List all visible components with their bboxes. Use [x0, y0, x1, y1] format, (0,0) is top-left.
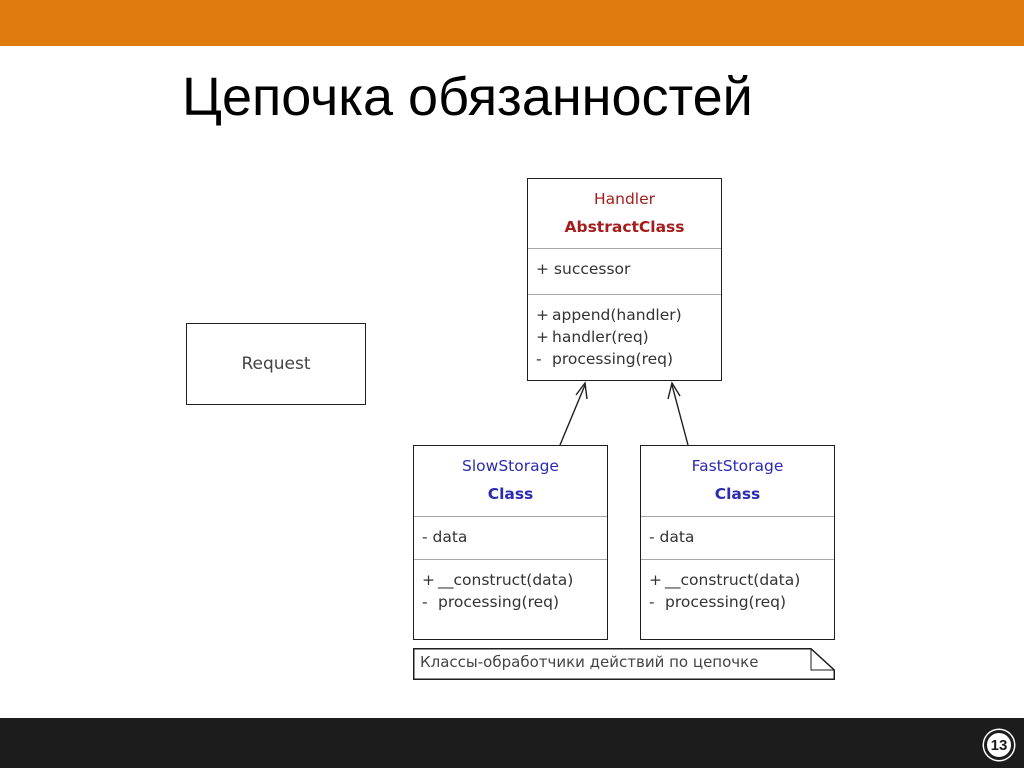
visibility-sign: + [649, 571, 662, 589]
operation: -processing(req) [649, 591, 834, 613]
operation-signature: processing(req) [552, 350, 674, 368]
fast-storage-inheritance-line [671, 384, 689, 446]
class-header: SlowStorage Class [414, 446, 607, 517]
request-box: Request [186, 323, 366, 405]
visibility-sign: + [536, 306, 549, 324]
fast-storage-class-box: FastStorage Class - data +__construct(da… [640, 445, 835, 640]
slow-storage-arrowhead [575, 381, 588, 400]
class-stereotype: AbstractClass [564, 218, 685, 236]
slow-storage-inheritance-line [559, 384, 586, 446]
page-number: 13 [990, 736, 1008, 754]
operation: +handler(req) [536, 326, 721, 348]
visibility-sign: - [422, 593, 428, 611]
class-name: SlowStorage [462, 457, 559, 475]
class-attributes: + successor [528, 249, 721, 295]
operation-signature: processing(req) [665, 593, 787, 611]
operation-signature: __construct(data) [665, 571, 801, 589]
operation: -processing(req) [422, 591, 607, 613]
attribute: - data [649, 528, 695, 546]
request-label: Request [241, 354, 311, 374]
operation-signature: __construct(data) [438, 571, 574, 589]
class-name: Handler [593, 190, 656, 208]
visibility-sign: + [536, 328, 549, 346]
operation: +__construct(data) [422, 569, 607, 591]
operation-signature: handler(req) [552, 328, 649, 346]
class-attributes: - data [414, 517, 607, 560]
note-frame [413, 648, 835, 680]
note-text: Классы-обработчики действий по цепочке [420, 653, 759, 671]
top-accent-bar [0, 0, 1024, 46]
operation: -processing(req) [536, 348, 721, 370]
class-attributes: - data [641, 517, 834, 560]
slide-title: Цепочка обязанностей [182, 67, 753, 127]
class-stereotype: Class [487, 485, 534, 503]
visibility-sign: + [422, 571, 435, 589]
attribute: + successor [536, 260, 631, 278]
class-operations: +__construct(data) -processing(req) [414, 560, 607, 613]
operation-signature: append(handler) [552, 306, 682, 324]
class-stereotype: Class [714, 485, 761, 503]
page-number-badge: 13 [984, 730, 1014, 760]
uml-note: Классы-обработчики действий по цепочке [413, 648, 835, 680]
bottom-bar [0, 718, 1024, 768]
class-header: FastStorage Class [641, 446, 834, 517]
operation: +append(handler) [536, 304, 721, 326]
operation-signature: processing(req) [438, 593, 560, 611]
visibility-sign: - [536, 350, 542, 368]
class-name: FastStorage [691, 457, 784, 475]
class-operations: +append(handler) +handler(req) -processi… [528, 295, 721, 370]
class-operations: +__construct(data) -processing(req) [641, 560, 834, 613]
operation: +__construct(data) [649, 569, 834, 591]
fast-storage-arrowhead [667, 381, 681, 400]
attribute: - data [422, 528, 468, 546]
visibility-sign: - [649, 593, 655, 611]
slow-storage-class-box: SlowStorage Class - data +__construct(da… [413, 445, 608, 640]
class-header: Handler AbstractClass [528, 179, 721, 249]
handler-class-box: Handler AbstractClass + successor +appen… [527, 178, 722, 381]
